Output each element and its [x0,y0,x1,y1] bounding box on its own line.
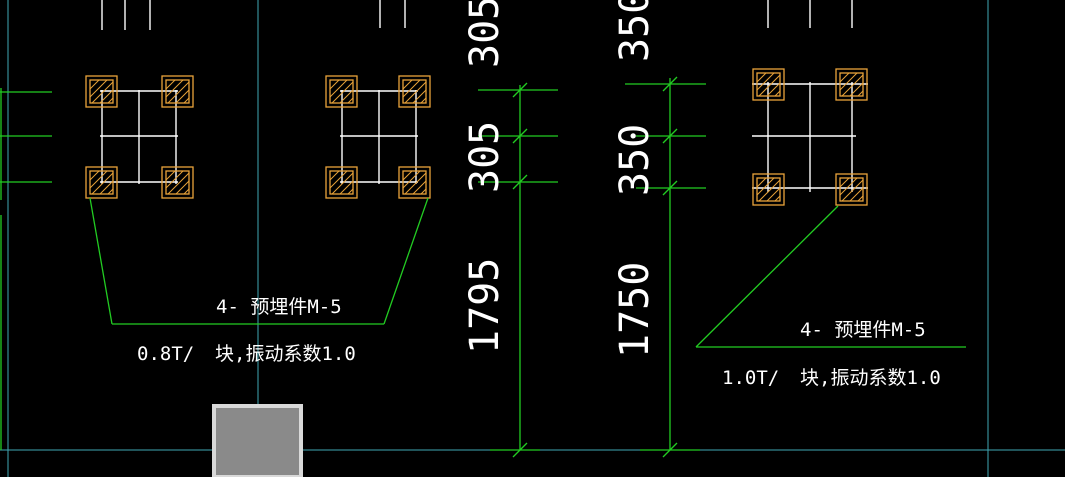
embed-plate [835,68,868,101]
left-label-prefix: 0.8T/ [137,343,194,365]
dim-right-top: 350 [612,0,658,62]
right-label-line1: 4- 预埋件M-5 [800,319,926,341]
dim-right-long: 1750 [612,262,658,358]
embed-plates-left-a [85,75,194,199]
embed-plate [398,75,431,108]
embed-plate [398,166,431,199]
embed-plate [161,166,194,199]
dim-left-long: 1795 [462,258,508,354]
left-edge-extensions [0,88,52,450]
embed-plate [85,75,118,108]
embed-plate [752,173,785,206]
right-label-line2: 块,振动系数1.0 [800,367,941,389]
dim-left-mid: 305 [462,121,508,193]
top-tick-marks [101,0,853,30]
embed-frame-left-a [100,90,178,184]
leader-line-right [695,205,966,348]
dim-left-top: 305 [462,0,508,68]
embed-plate [835,173,868,206]
dim-right-mid: 350 [612,124,658,196]
embed-plate [325,75,358,108]
embed-plates-left-b [325,75,431,199]
leader-line-left [89,197,429,325]
left-label-line2: 块,振动系数1.0 [215,343,356,365]
embed-plate [752,68,785,101]
embed-plate [325,166,358,199]
embed-plate [85,166,118,199]
column-block [212,404,303,477]
dimension-chain-left [478,82,558,458]
embed-plate [161,75,194,108]
right-label-prefix: 1.0T/ [722,367,779,389]
embed-plates-right [752,68,868,206]
dimension-chain-right [625,76,706,458]
left-label-line1: 4- 预埋件M-5 [216,296,342,318]
